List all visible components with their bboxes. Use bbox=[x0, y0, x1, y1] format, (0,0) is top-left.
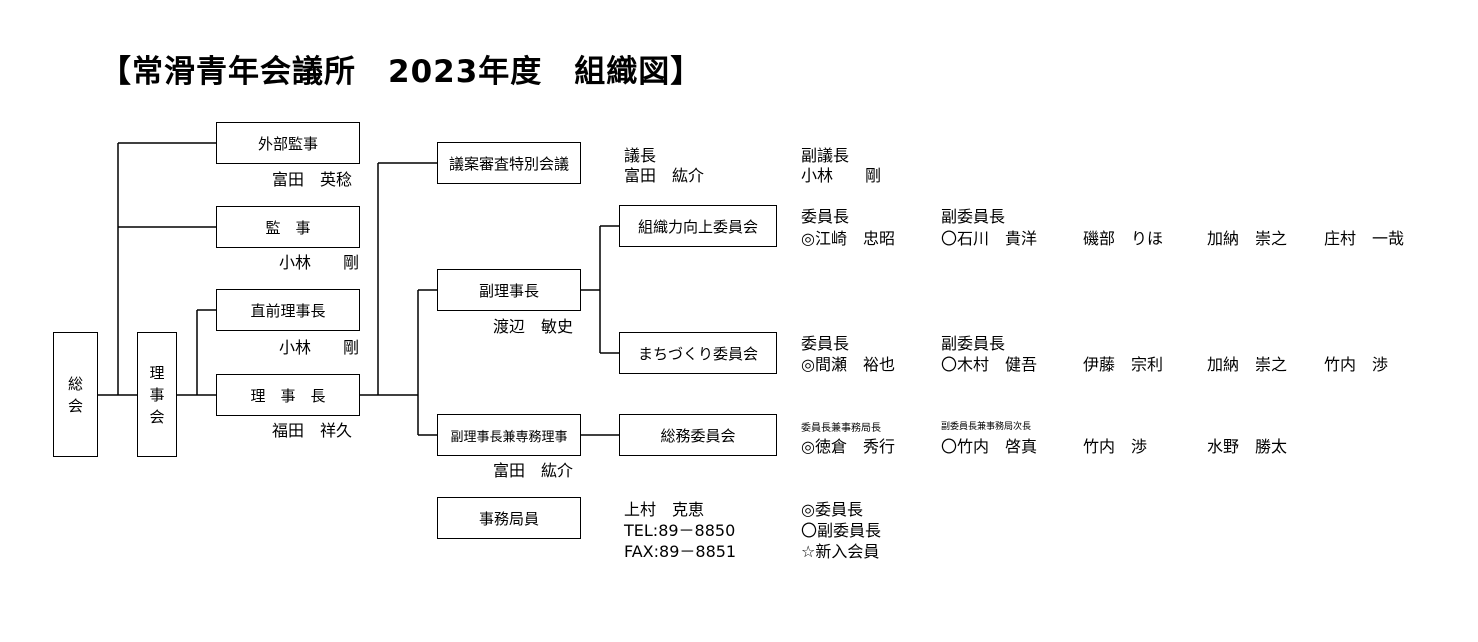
vice-president-box: 副理事長 bbox=[437, 269, 581, 311]
board-of-directors-box: 理 事 会 bbox=[137, 332, 177, 457]
secretariat-contact: 上村 克恵 TEL:89－8850 FAX:89－8851 bbox=[624, 499, 736, 562]
bill-review-chair-label: 議長 bbox=[624, 146, 657, 165]
auditor-name: 小林 剛 bbox=[279, 253, 360, 272]
general-affairs-vice-label: 副委員長兼事務局次長 bbox=[941, 422, 1032, 432]
legend: ◎委員長 〇副委員長 ☆新入会員 bbox=[801, 499, 881, 562]
general-affairs-chair-label: 委員長兼事務局長 bbox=[801, 423, 881, 434]
bill-review-chair-name: 富田 紘介 bbox=[624, 166, 705, 185]
legend-vice-chair: 〇副委員長 bbox=[801, 521, 882, 540]
secretariat-tel: TEL:89－8850 bbox=[624, 521, 736, 540]
general-affairs-vice-name: 〇竹内 啓真 bbox=[941, 437, 1038, 456]
community-vice-name: 〇木村 健吾 bbox=[941, 355, 1038, 374]
community-member: 竹内 渉 bbox=[1324, 355, 1389, 374]
general-assembly-char: 会 bbox=[67, 396, 83, 415]
vp-executive-director-box: 副理事長兼専務理事 bbox=[437, 414, 581, 456]
community-committee-box: まちづくり委員会 bbox=[619, 332, 777, 374]
legend-chair: ◎委員長 bbox=[801, 500, 863, 519]
page-title: 【常滑青年会議所 2023年度 組織図】 bbox=[100, 54, 703, 90]
community-member: 加納 崇之 bbox=[1207, 355, 1288, 374]
auditor-box: 監 事 bbox=[216, 206, 360, 248]
organization-member: 加納 崇之 bbox=[1207, 229, 1288, 248]
secretariat-name: 上村 克恵 bbox=[624, 500, 705, 519]
bill-review-vice-name: 小林 剛 bbox=[801, 166, 882, 185]
organization-member: 庄村 一哉 bbox=[1324, 229, 1405, 248]
organization-vice-name: 〇石川 貴洋 bbox=[941, 229, 1038, 248]
external-auditor-box: 外部監事 bbox=[216, 122, 360, 164]
board-of-directors-char: 会 bbox=[149, 407, 165, 426]
general-assembly-char: 総 bbox=[67, 374, 83, 393]
external-auditor-name: 富田 英稔 bbox=[272, 170, 353, 189]
vice-president-name: 渡辺 敏史 bbox=[493, 317, 574, 336]
bill-review-meeting-box: 議案審査特別会議 bbox=[437, 142, 581, 184]
general-affairs-member: 竹内 渉 bbox=[1083, 437, 1148, 456]
immediate-past-president-box: 直前理事長 bbox=[216, 289, 360, 331]
president-box: 理 事 長 bbox=[216, 374, 360, 416]
organization-vice-label: 副委員長 bbox=[941, 207, 1006, 226]
general-affairs-committee-box: 総務委員会 bbox=[619, 414, 777, 456]
general-affairs-chair-name: ◎徳倉 秀行 bbox=[801, 437, 895, 456]
secretariat-staff-box: 事務局員 bbox=[437, 497, 581, 539]
general-assembly-box: 総 会 bbox=[53, 332, 98, 457]
vp-executive-director-name: 富田 紘介 bbox=[493, 461, 574, 480]
board-of-directors-char: 理 bbox=[149, 363, 165, 382]
immediate-past-president-name: 小林 剛 bbox=[279, 338, 360, 357]
organization-member: 磯部 りほ bbox=[1083, 229, 1164, 248]
bill-review-vice-label: 副議長 bbox=[801, 146, 850, 165]
community-member: 伊藤 宗利 bbox=[1083, 355, 1164, 374]
community-chair-label: 委員長 bbox=[801, 334, 850, 353]
legend-new-member: ☆新入会員 bbox=[801, 542, 880, 561]
community-vice-label: 副委員長 bbox=[941, 334, 1006, 353]
general-affairs-member: 水野 勝太 bbox=[1207, 437, 1288, 456]
secretariat-fax: FAX:89－8851 bbox=[624, 542, 737, 561]
organization-chair-label: 委員長 bbox=[801, 207, 850, 226]
board-of-directors-char: 事 bbox=[149, 385, 165, 404]
president-name: 福田 祥久 bbox=[272, 421, 353, 440]
organization-committee-box: 組織力向上委員会 bbox=[619, 205, 777, 247]
organization-chair-name: ◎江崎 忠昭 bbox=[801, 229, 895, 248]
community-chair-name: ◎間瀬 裕也 bbox=[801, 355, 895, 374]
